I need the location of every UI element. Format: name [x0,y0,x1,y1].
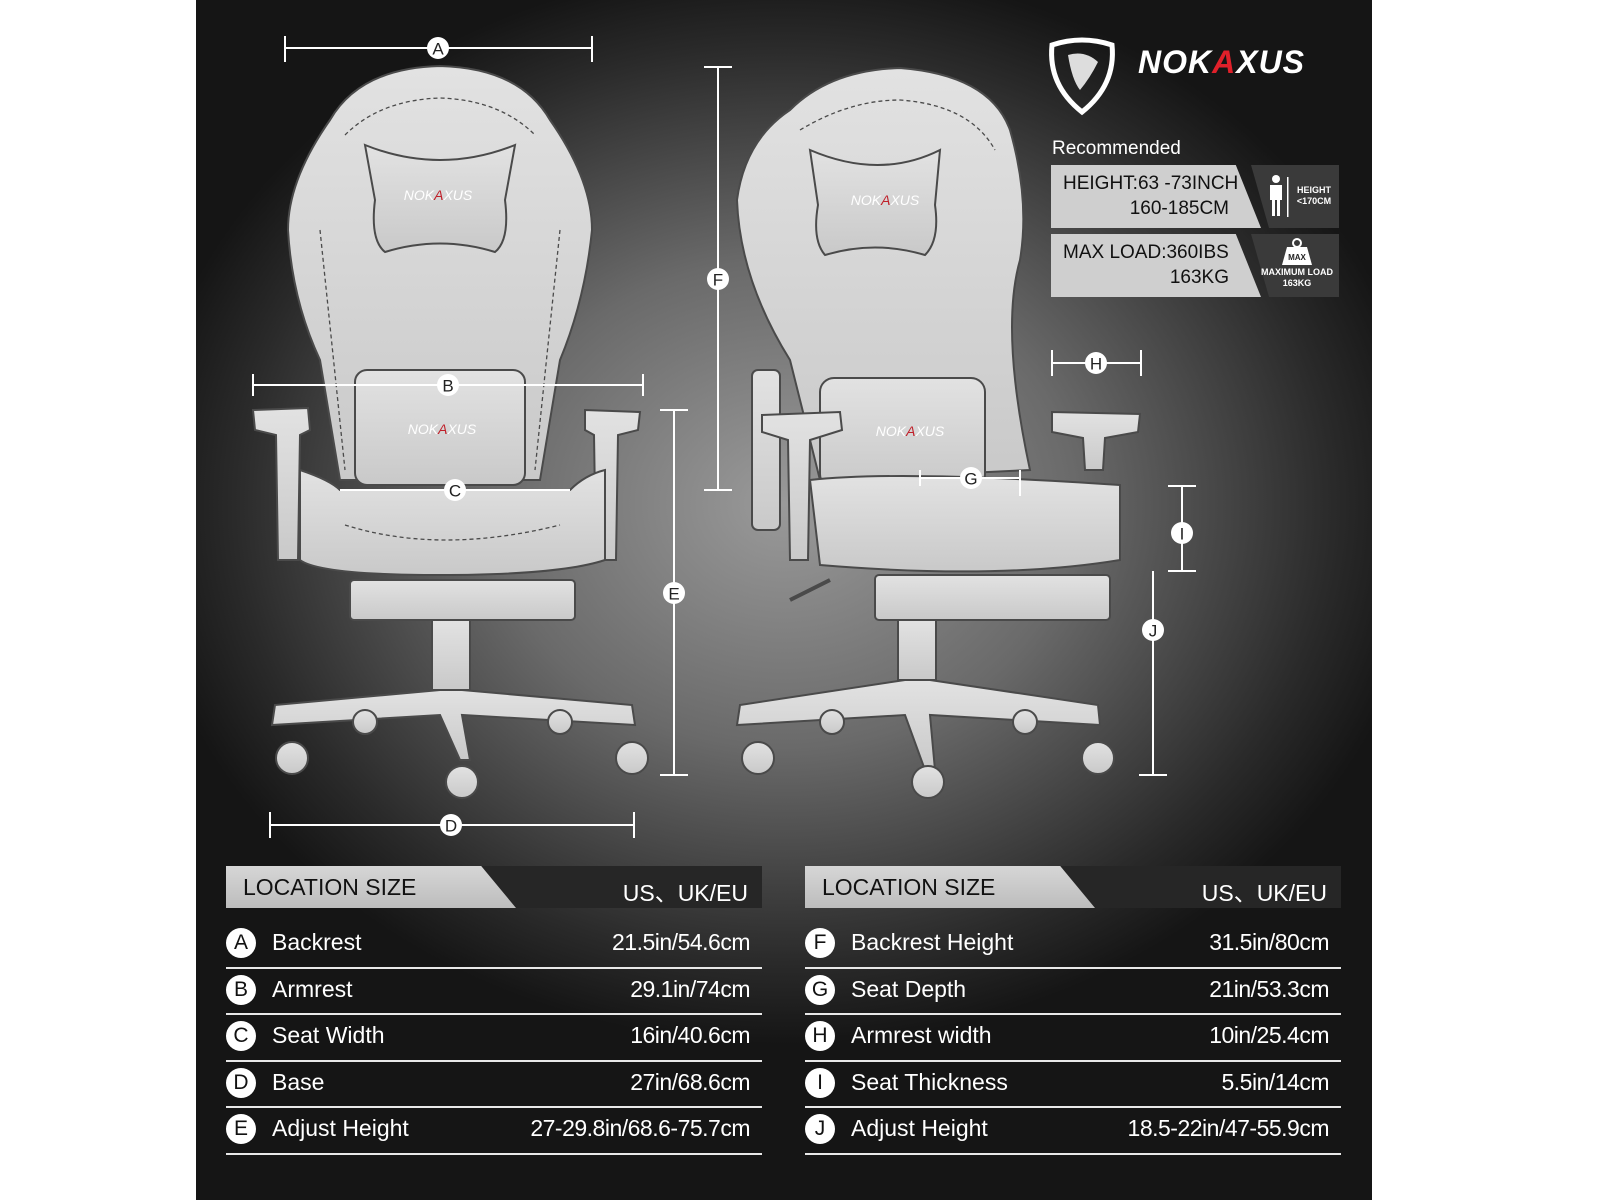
row-name: Armrest width [851,1022,992,1048]
table-row: D Base 27in/68.6cm [226,1062,762,1108]
svg-text:J: J [1149,622,1158,641]
table-row: B Armrest 29.1in/74cm [226,969,762,1015]
size-table-right: LOCATION SIZE US、UK/EU F Backrest Height 3… [805,866,1341,1155]
row-name: Seat Width [272,1022,385,1048]
table-row: C Seat Width 16in/40.6cm [226,1015,762,1062]
row-letter: D [226,1067,256,1098]
recommended-height: HEIGHT:63 -73INCH 160-185CM HEIGHT <170C… [1051,165,1339,228]
table-row: I Seat Thickness 5.5in/14cm [805,1062,1341,1108]
marker-c: C [444,479,466,501]
row-name: Base [272,1068,325,1095]
svg-text:H: H [1090,355,1102,374]
table-header: LOCATION SIZE US、UK/EU [805,866,1341,908]
svg-text:I: I [1180,525,1185,544]
person-height-icon [1270,175,1289,217]
row-letter: J [805,1114,835,1144]
marker-j: J [1142,619,1164,641]
svg-text:F: F [713,271,723,290]
recommended-load: MAX LOAD:360IBS 163KG MAXIMUM LOAD 163KG [1051,234,1339,297]
front-chair-illustration: NOKAXUS NOKAXUS [251,64,649,799]
marker-f: F [707,268,729,290]
headrest-logo: NOKAXUS [404,187,473,203]
load-icon-value: 163KG [1282,278,1312,288]
load-lbs: MAX LOAD:360IBS [1063,242,1229,263]
side-lumbar-logo: NOKAXUS [876,423,945,439]
header-units: US、UK/EU [622,880,748,906]
table-row: A Backrest 21.5in/54.6cm [226,922,762,969]
height-cm: 160-185CM [1129,198,1229,219]
size-table-left: LOCATION SIZE US、UK/EU A Backrest 21.5in/5… [226,866,762,1155]
row-name: Backrest Height [851,929,1014,955]
side-chair-illustration: NOKAXUS NOKAXUS [735,66,1142,799]
row-value: 21.5in/54.6cm [612,929,750,955]
row-name: Backrest [272,929,362,955]
table-header: LOCATION SIZE US、UK/EU [226,866,762,908]
row-name: Adjust Height [851,1115,988,1141]
row-name: Seat Thickness [851,1068,1008,1095]
row-value: 16in/40.6cm [630,1022,750,1048]
row-letter: G [805,974,835,1005]
header-location-size: LOCATION SIZE [243,874,417,900]
weight-icon: MAX [1282,238,1312,265]
table-row: J Adjust Height 18.5-22in/47-55.9cm [805,1108,1341,1155]
table-row: F Backrest Height 31.5in/80cm [805,922,1341,969]
svg-text:G: G [964,470,977,489]
row-value: 5.5in/14cm [1221,1068,1329,1095]
recommended-icons: MAX [1270,175,1312,265]
svg-text:C: C [449,482,461,501]
marker-e: E [663,582,685,604]
row-letter: A [226,928,256,958]
row-value: 31.5in/80cm [1209,929,1329,955]
table-row: H Armrest width 10in/25.4cm [805,1015,1341,1062]
marker-a: A [427,37,449,59]
recommended-title: Recommended [1052,138,1181,159]
svg-text:B: B [442,377,453,396]
marker-i: I [1171,522,1193,544]
row-name: Armrest [272,975,353,1002]
row-name: Seat Depth [851,975,967,1002]
weight-icon-badge: MAX [1288,253,1306,262]
row-value: 27in/68.6cm [630,1068,750,1095]
height-icon-label: HEIGHT [1296,185,1331,195]
header-location-size: LOCATION SIZE [822,874,996,900]
height-inch: HEIGHT:63 -73INCH [1063,173,1239,194]
row-letter: I [805,1067,835,1098]
table-row: G Seat Depth 21in/53.3cm [805,969,1341,1015]
brand-shield-logo [1049,37,1115,116]
row-value: 21in/53.3cm [1209,975,1329,1002]
marker-b: B [437,374,459,396]
svg-text:D: D [445,817,457,836]
load-kg: 163KG [1169,267,1229,288]
row-letter: H [805,1021,835,1051]
row-value: 27-29.8in/68.6-75.7cm [530,1115,750,1141]
load-icon-label: MAXIMUM LOAD [1261,267,1333,277]
svg-text:E: E [668,585,679,604]
lumbar-logo: NOKAXUS [408,421,477,437]
table-row: E Adjust Height 27-29.8in/68.6-75.7cm [226,1108,762,1155]
brand-name: NOKAXUS [1138,44,1306,80]
marker-d: D [440,814,462,836]
row-letter: F [805,928,835,958]
svg-text:A: A [432,40,444,59]
marker-h: H [1085,352,1107,374]
row-letter: C [226,1021,256,1051]
row-name: Adjust Height [272,1115,409,1141]
row-letter: B [226,974,256,1005]
row-letter: E [226,1114,256,1144]
header-units: US、UK/EU [1201,880,1327,906]
row-value: 10in/25.4cm [1209,1022,1329,1048]
dimension-markers: A B C D E F G H I J [427,37,1193,836]
row-value: 18.5-22in/47-55.9cm [1127,1115,1330,1141]
height-icon-value: <170CM [1296,196,1332,206]
side-headrest-logo: NOKAXUS [851,192,920,208]
marker-g: G [960,467,982,489]
row-value: 29.1in/74cm [630,975,750,1002]
